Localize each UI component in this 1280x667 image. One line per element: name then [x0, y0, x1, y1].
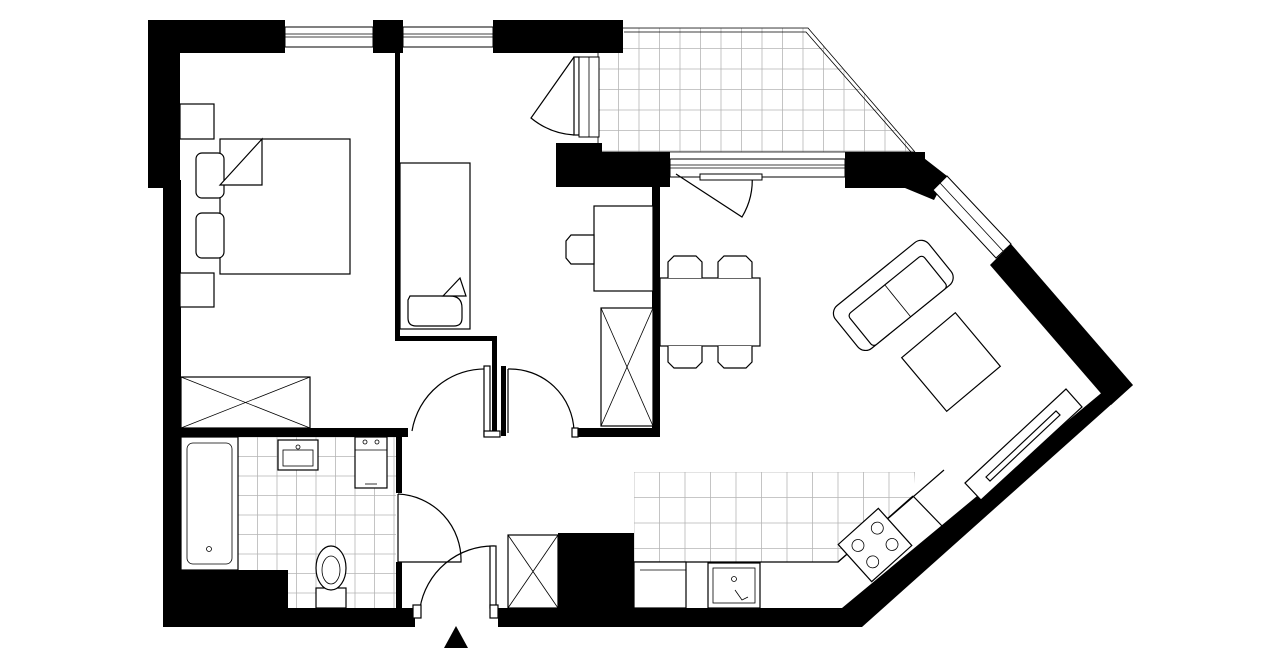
pillow — [195, 152, 225, 199]
study-door-swing — [507, 368, 575, 433]
coffee-table — [900, 311, 1002, 413]
bathroom — [180, 436, 388, 609]
wall-left-upper — [148, 20, 180, 188]
sink — [707, 562, 761, 609]
wall-study-stub2 — [501, 366, 506, 436]
wall-study-right — [652, 187, 660, 437]
balcony-door-leaf — [573, 56, 580, 136]
bathtub — [180, 436, 239, 571]
dining-chair — [667, 346, 703, 369]
double-bed — [219, 138, 351, 275]
wall-pier-top — [373, 20, 403, 53]
washing-machine — [354, 436, 388, 489]
study — [399, 162, 654, 427]
wall-bedroom-study — [395, 53, 400, 341]
wall-mid-top — [600, 152, 670, 187]
bed-fold — [218, 137, 263, 186]
dining-chair — [717, 346, 753, 369]
dining-table — [659, 277, 761, 347]
bedroom — [179, 103, 351, 429]
bedroom-door-swing — [411, 368, 489, 433]
wall-top-right — [493, 20, 623, 53]
bed-pillow — [407, 295, 463, 327]
dining-chair — [667, 255, 703, 278]
dining-chair — [717, 255, 753, 278]
desk — [593, 205, 654, 292]
fridge-unit — [633, 561, 687, 609]
kitchen — [633, 469, 945, 609]
pillow — [195, 212, 225, 259]
wall-bath-right — [396, 437, 402, 493]
living-dining — [659, 239, 1083, 501]
wall-closet-block — [558, 533, 634, 613]
hallway — [507, 534, 559, 609]
stove — [837, 507, 913, 583]
entrance-door-swing — [419, 545, 495, 609]
wall-study-lower — [395, 336, 497, 341]
toilet — [315, 545, 347, 609]
wall-study-stub — [492, 336, 497, 436]
sofa — [832, 239, 954, 352]
nightstand-top — [179, 103, 215, 140]
bed-fold — [441, 276, 467, 297]
doors — [397, 56, 763, 619]
balcony-door-swing — [530, 56, 575, 136]
nightstand-bottom — [179, 272, 215, 308]
bathroom-door-swing — [397, 493, 462, 563]
wall-bottom-right — [498, 608, 862, 627]
balcony-tile-grid — [598, 28, 915, 152]
washbasin — [277, 439, 319, 471]
wall-bath-corner — [180, 570, 288, 615]
wall-wardrobe-bottom — [576, 428, 660, 437]
wall-right-diagonal — [990, 244, 1133, 405]
windows — [284, 26, 1012, 259]
balcony — [597, 27, 916, 153]
tv-console — [964, 388, 1083, 501]
wall-left — [163, 180, 181, 627]
wall-bedroom-bottom — [180, 428, 408, 437]
walls — [148, 20, 1133, 627]
entrance-marker — [444, 626, 468, 648]
wall-balcony-edge — [556, 143, 602, 187]
wall-bath-right-lower — [396, 562, 402, 612]
wall-bottom-diagonal — [842, 385, 1133, 627]
desk-chair — [565, 234, 595, 265]
